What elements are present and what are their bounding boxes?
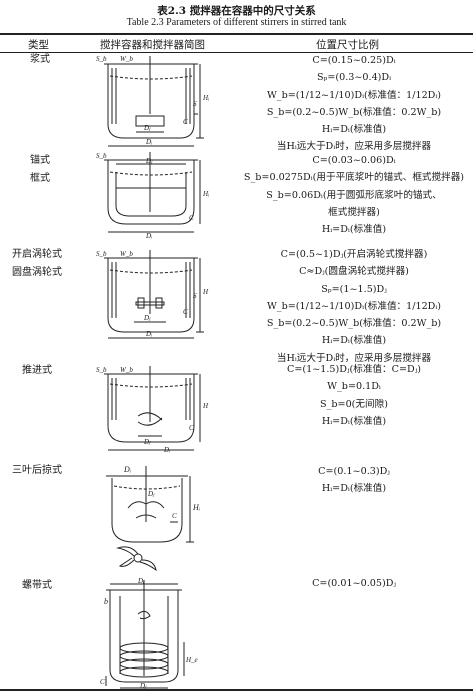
header-top-rule xyxy=(0,33,473,35)
header-figure: 搅拌容器和搅拌器简图 xyxy=(100,39,205,51)
row-1-param: 当Hᵢ远大于Dᵢ时，应采用多层搅拌器 xyxy=(276,141,432,153)
fig5-label-dj: Dⱼ xyxy=(147,490,155,498)
row-3-params: C=(0.5~1)Dⱼ(开启涡轮式搅拌器) C≈Dⱼ(圆盘涡轮式搅拌器) Sₚ=… xyxy=(235,246,473,367)
row-1-params: C=(0.15~0.25)Dᵢ Sₚ=(0.3~0.4)Dᵢ W_b=(1/12… xyxy=(235,52,473,156)
fig3-label-dj: Dⱼ xyxy=(143,314,151,322)
fig1-label-c: C xyxy=(183,118,188,126)
row-5-type: 三叶后掠式 xyxy=(12,465,62,476)
fig2-label-sb: S_b xyxy=(96,152,107,160)
fig4-label-h: H xyxy=(202,402,209,410)
fig5-label-c: C xyxy=(172,512,177,520)
row-4-param: C=(1~1.5)Dⱼ(标准值：C=Dⱼ) xyxy=(287,364,421,375)
row-6-param: C=(0.01~0.05)Dⱼ xyxy=(312,578,396,589)
row-4-param: S_b=0(无间隙) xyxy=(320,398,388,410)
row-5-param: Hᵢ=Dᵢ(标准值) xyxy=(321,483,387,495)
fig1-label-di: Dᵢ xyxy=(145,138,152,146)
row-6-figure: Dᵢ b H_e C Dⱼ xyxy=(100,577,210,690)
fig3-label-s: S xyxy=(193,292,197,300)
fig1-label-wb: W_b xyxy=(120,55,133,63)
row-1-type: 浆式 xyxy=(30,54,50,65)
row-3-param: W_b=(1/12~1/10)Dᵢ(标准值：1/12Dᵢ) xyxy=(266,300,442,312)
row-5-param: C=(0.1~0.3)Dⱼ xyxy=(318,466,390,477)
row-2-param: 框式搅拌器) xyxy=(328,206,380,218)
fig6-label-he: H_e xyxy=(185,656,198,664)
row-6-type: 螺带式 xyxy=(22,580,52,591)
table-title-en: Table 2.3 Parameters of different stirre… xyxy=(126,17,347,28)
row-1-param: S_b=(0.2~0.5)W_b(标准值：0.2W_b) xyxy=(266,106,442,118)
row-4-figure: S_b W_b Dⱼ Dᵢ C H xyxy=(94,364,216,454)
header-bottom-rule xyxy=(0,52,473,53)
row-4-type: 推进式 xyxy=(22,365,52,376)
row-2-param: S_b=0.0275Dᵢ(用于平底浆叶的锚式、框式搅拌器) xyxy=(243,172,465,184)
row-1-param: Sₚ=(0.3~0.4)Dᵢ xyxy=(316,72,392,84)
row-2-param: S_b=0.06Dᵢ(用于圆弧形底浆叶的锚式、 xyxy=(266,189,442,201)
fig1-label-s: S xyxy=(193,100,197,108)
row-2-param: C=(0.03~0.06)Dᵢ xyxy=(312,155,396,166)
header-ratio: 位置尺寸比例 xyxy=(316,39,379,51)
row-1-param: Hᵢ=Dᵢ(标准值) xyxy=(321,124,387,136)
fig4-label-sb: S_b xyxy=(96,366,107,374)
fig3-label-di: Dᵢ xyxy=(145,330,152,338)
fig2-label-di: Dᵢ xyxy=(145,232,152,240)
fig2-label-hi: Hᵢ xyxy=(202,190,209,198)
table-bottom-rule xyxy=(0,689,473,691)
fig6-label-dj: Dⱼ xyxy=(139,682,147,690)
row-3-param: C=(0.5~1)Dⱼ(开启涡轮式搅拌器) xyxy=(280,249,428,260)
row-4-params: C=(1~1.5)Dⱼ(标准值：C=Dⱼ) W_b=0.1Dᵢ S_b=0(无间… xyxy=(235,361,473,430)
fig3-label-h: H xyxy=(202,288,209,296)
row-2-param: Hᵢ=Dᵢ(标准值) xyxy=(321,224,387,236)
row-3-param: Sₚ=(1~1.5)Dⱼ xyxy=(321,283,387,295)
row-3-figure: S_b W_b Dⱼ Dᵢ C S H xyxy=(94,248,216,344)
row-3-type: 开启涡轮式 圆盘涡轮式 xyxy=(12,249,62,278)
fig4-label-wb: W_b xyxy=(120,366,133,374)
row-6-params: C=(0.01~0.05)Dⱼ xyxy=(235,575,473,592)
row-1-figure: S_b W_b Dⱼ Dᵢ C S Hᵢ xyxy=(94,54,216,150)
fig6-label-b: b xyxy=(104,597,108,606)
fig1-label-sb: S_b xyxy=(96,55,107,63)
fig3-label-c: C xyxy=(183,308,188,316)
fig2-label-c: C xyxy=(189,214,194,222)
header-type: 类型 xyxy=(28,39,49,51)
row-3-param: S_b=(0.2~0.5)W_b(标准值：0.2W_b) xyxy=(266,318,442,330)
fig1-label-dj: Dⱼ xyxy=(143,124,151,132)
row-1-param: W_b=(1/12~1/10)Dᵢ(标准值：1/12Dᵢ) xyxy=(266,89,442,101)
fig6-label-di: Dᵢ xyxy=(137,577,144,585)
row-2-params: C=(0.03~0.06)Dᵢ S_b=0.0275Dᵢ(用于平底浆叶的锚式、框… xyxy=(235,152,473,238)
fig6-label-c: C xyxy=(100,678,105,686)
fig1-label-hi: Hᵢ xyxy=(202,94,209,102)
fig3-label-wb: W_b xyxy=(120,250,133,258)
fig4-label-dj: Dⱼ xyxy=(143,438,151,446)
fig5-label-di: Dᵢ xyxy=(123,465,131,474)
row-2-type: 锚式 框式 xyxy=(30,155,50,184)
fig3-label-sb: S_b xyxy=(96,250,107,258)
fig2-label-dj: Dⱼ xyxy=(145,157,153,165)
row-2-figure: S_b Dⱼ Dᵢ C Hᵢ xyxy=(94,152,216,240)
fig4-label-c: C xyxy=(189,424,194,432)
row-4-param: W_b=0.1Dᵢ xyxy=(327,381,381,393)
row-4-param: Hᵢ=Dᵢ(标准值) xyxy=(321,415,387,427)
row-1-param: C=(0.15~0.25)Dᵢ xyxy=(312,55,396,66)
table-title-cn: 表2.3 搅拌器在容器中的尺寸关系 xyxy=(157,5,316,17)
fig4-label-di: Dᵢ xyxy=(163,446,170,454)
row-5-figure: Dᵢ Dⱼ C Hᵢ xyxy=(94,462,216,574)
row-3-param: C≈Dⱼ(圆盘涡轮式搅拌器) xyxy=(299,266,409,278)
fig5-label-hi: Hᵢ xyxy=(192,503,200,512)
row-3-param: Hᵢ=Dᵢ(标准值) xyxy=(321,335,387,347)
row-5-params: C=(0.1~0.3)Dⱼ Hᵢ=Dᵢ(标准值) xyxy=(235,463,473,498)
row-3-param: 当Hᵢ远大于Dᵢ时，应采用多层搅拌器 xyxy=(276,352,432,364)
